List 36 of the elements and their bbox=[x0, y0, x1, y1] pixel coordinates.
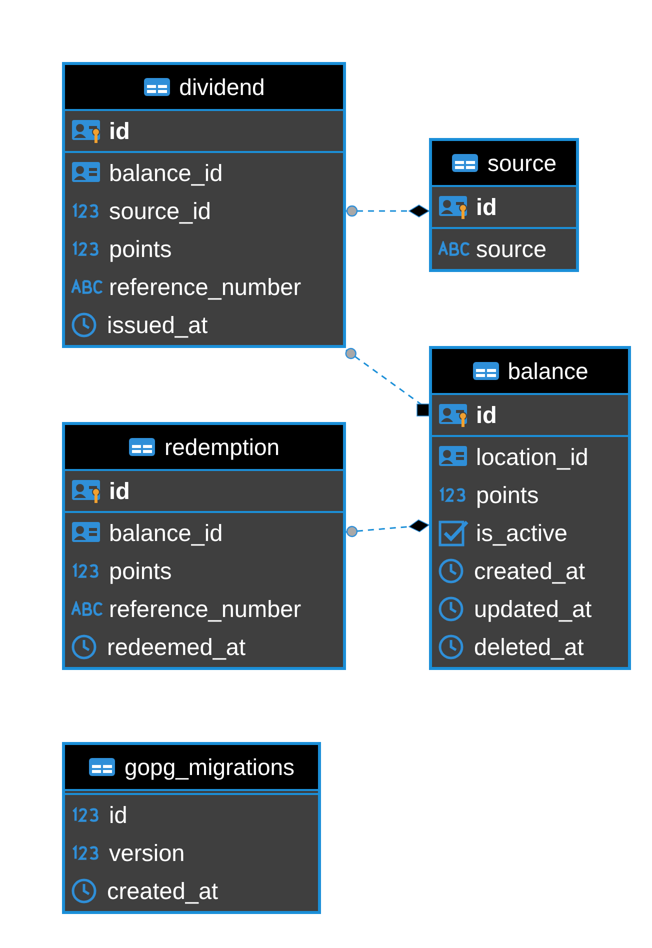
column-name: balance_id bbox=[109, 160, 223, 186]
column-name: created_at bbox=[474, 558, 586, 584]
column-name: balance_id bbox=[109, 520, 223, 546]
column-name: points bbox=[109, 236, 172, 262]
column-name: points bbox=[476, 482, 539, 508]
column-name: id bbox=[109, 478, 130, 504]
table-name: gopg_migrations bbox=[124, 754, 295, 780]
table-name: source bbox=[487, 150, 557, 176]
column-name: reference_number bbox=[109, 596, 302, 622]
table-box bbox=[62, 62, 346, 348]
table-box bbox=[62, 422, 346, 670]
table-box bbox=[429, 138, 579, 272]
column-name: source_id bbox=[109, 198, 211, 224]
table-name: redemption bbox=[164, 434, 280, 460]
column-name: id bbox=[476, 194, 497, 220]
column-name: id bbox=[109, 118, 130, 144]
column-name: id bbox=[476, 402, 497, 428]
table-name: balance bbox=[508, 358, 588, 384]
column-name: reference_number bbox=[109, 274, 302, 300]
column-name: source bbox=[476, 236, 547, 262]
column-name: points bbox=[109, 558, 172, 584]
column-name: location_id bbox=[476, 444, 588, 470]
column-name: deleted_at bbox=[474, 634, 584, 660]
table-box bbox=[429, 346, 631, 670]
table-name: dividend bbox=[179, 74, 265, 100]
column-name: updated_at bbox=[474, 596, 592, 622]
relationship-line bbox=[346, 519, 430, 538]
column-name: redeemed_at bbox=[107, 634, 246, 660]
table-box bbox=[62, 742, 321, 914]
column-name: version bbox=[109, 840, 185, 866]
column-name: issued_at bbox=[107, 312, 208, 338]
relationship-line bbox=[346, 204, 430, 218]
column-name: created_at bbox=[107, 878, 218, 904]
relationship-line bbox=[345, 348, 430, 416]
column-name: is_active bbox=[476, 520, 568, 546]
column-name: id bbox=[109, 802, 128, 828]
